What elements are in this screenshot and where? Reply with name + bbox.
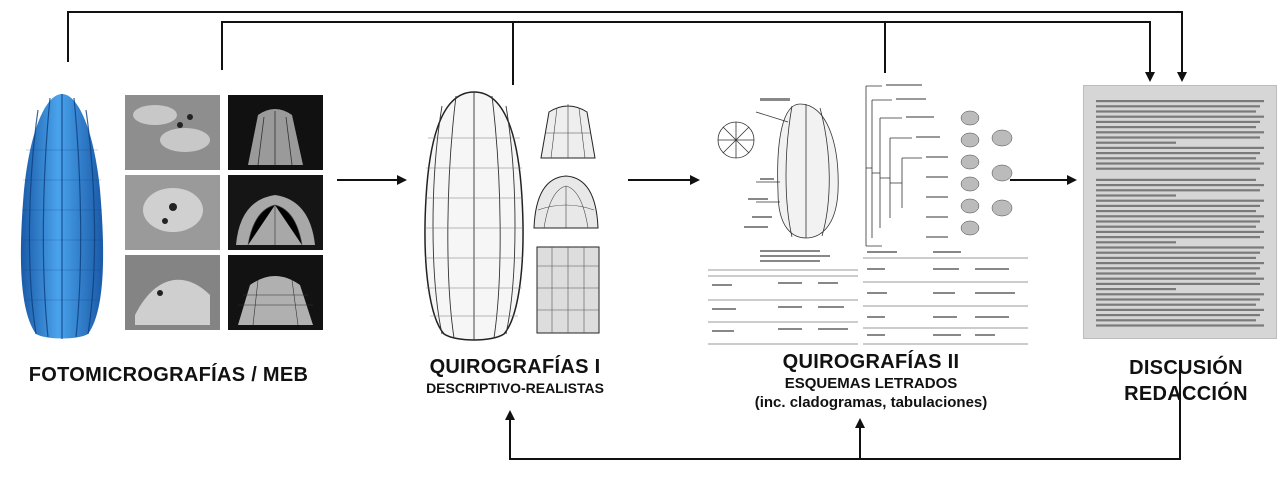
text-line <box>1096 231 1264 233</box>
text-line <box>1096 278 1264 280</box>
stage4-title: DISCUSIÓN <box>1096 355 1276 381</box>
text-line <box>1096 152 1260 154</box>
blue-egg-icon <box>8 90 116 342</box>
stage3-subtitle2: (inc. cladogramas, tabulaciones) <box>710 393 1032 412</box>
sem-image-3 <box>125 255 220 330</box>
text-line <box>1096 252 1260 254</box>
stage1-label: FOTOMICROGRAFÍAS / MEB <box>0 364 337 387</box>
egg-line-drawing <box>418 88 530 343</box>
text-line <box>1096 298 1260 300</box>
stage3-title: QUIROGRAFÍAS II <box>710 351 1032 374</box>
text-line <box>1096 304 1256 306</box>
sem-image-4 <box>228 95 323 170</box>
egg-detail-top <box>535 98 601 160</box>
text-line <box>1096 189 1260 191</box>
text-line <box>1096 110 1256 112</box>
text-line <box>1096 131 1264 133</box>
sem-image-6 <box>228 255 323 330</box>
text-line <box>1096 179 1256 181</box>
text-line <box>1096 226 1256 228</box>
text-line <box>1096 210 1256 212</box>
egg-drawing-icon <box>418 88 530 343</box>
sem-image-5 <box>228 175 323 250</box>
text-line <box>1096 205 1260 207</box>
text-line <box>1096 257 1256 259</box>
table-right <box>863 248 1028 346</box>
stage2-label: QUIROGRAFÍAS I DESCRIPTIVO-REALISTAS <box>380 356 650 397</box>
sem-image-1 <box>125 95 220 170</box>
egg-detail-dome <box>530 170 602 232</box>
text-page-lines <box>1084 86 1276 338</box>
text-line <box>1096 142 1176 144</box>
text-line <box>1096 215 1264 217</box>
text-line <box>1096 162 1264 164</box>
text-line <box>1096 168 1260 170</box>
cladogram <box>862 78 1027 253</box>
text-line <box>1096 288 1176 290</box>
text-line <box>1096 272 1256 274</box>
feedback-loop-inner <box>222 22 1150 80</box>
egg-detail-surface <box>536 246 600 334</box>
table-left <box>708 248 858 346</box>
text-line <box>1096 147 1264 149</box>
text-line <box>1096 241 1176 243</box>
sem-image-2 <box>125 175 220 250</box>
stage2-title: QUIROGRAFÍAS I <box>380 356 650 379</box>
text-line <box>1096 194 1176 196</box>
text-line <box>1096 157 1256 159</box>
text-line <box>1096 136 1260 138</box>
text-page <box>1083 85 1277 339</box>
text-line <box>1096 105 1260 107</box>
text-line <box>1096 236 1260 238</box>
text-line <box>1096 314 1260 316</box>
text-line <box>1096 319 1256 321</box>
text-line <box>1096 116 1264 118</box>
stage4-subtitle: REDACCIÓN <box>1096 381 1276 407</box>
stage1-title: FOTOMICROGRAFÍAS / MEB <box>0 364 337 387</box>
text-line <box>1096 309 1264 311</box>
text-line <box>1096 184 1264 186</box>
text-line <box>1096 220 1260 222</box>
stage3-label: QUIROGRAFÍAS II ESQUEMAS LETRADOS (inc. … <box>710 351 1032 412</box>
text-line <box>1096 283 1260 285</box>
stage2-subtitle: DESCRIPTIVO-REALISTAS <box>380 379 650 397</box>
egg-photo <box>8 90 116 342</box>
text-line <box>1096 267 1260 269</box>
text-line <box>1096 246 1264 248</box>
text-line <box>1096 126 1256 128</box>
text-line <box>1096 293 1264 295</box>
labelled-scheme-sheet <box>708 92 853 242</box>
text-line <box>1096 324 1264 326</box>
text-line <box>1096 262 1264 264</box>
stage4-label: DISCUSIÓN REDACCIÓN <box>1096 355 1276 407</box>
text-line <box>1096 100 1264 102</box>
text-line <box>1096 200 1264 202</box>
stage3-subtitle: ESQUEMAS LETRADOS <box>710 374 1032 393</box>
text-line <box>1096 121 1260 123</box>
